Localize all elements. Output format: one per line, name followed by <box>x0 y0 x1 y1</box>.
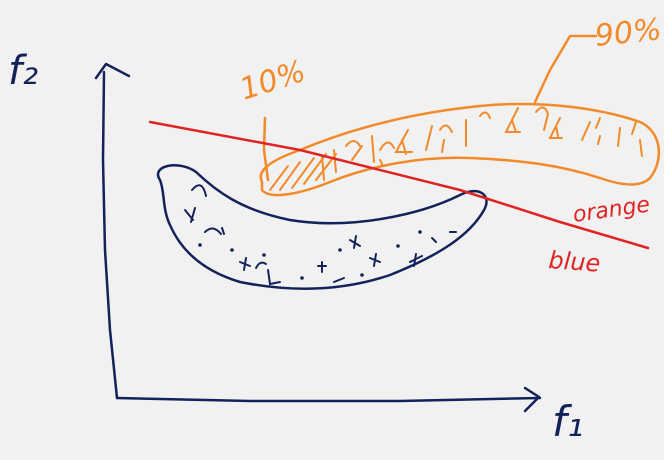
y-axis-label: f₂ <box>8 48 38 94</box>
x-axis-label: f₁ <box>552 397 584 446</box>
ninety-percent-label: 90% <box>593 12 663 54</box>
x-axis <box>117 398 540 401</box>
orange-class-hatching <box>270 107 642 190</box>
y-axis-arrowhead <box>96 64 129 78</box>
ninety-percent-leader <box>535 36 596 102</box>
blue-class-points <box>185 185 456 284</box>
ten-percent-label: 10% <box>236 54 310 108</box>
blue-class-dots <box>198 230 422 280</box>
ten-percent-leader <box>264 118 268 180</box>
orange-side-label: orange <box>571 192 651 228</box>
y-axis <box>103 72 117 398</box>
decision-boundary <box>150 122 648 248</box>
blue-side-label: blue <box>548 246 602 278</box>
